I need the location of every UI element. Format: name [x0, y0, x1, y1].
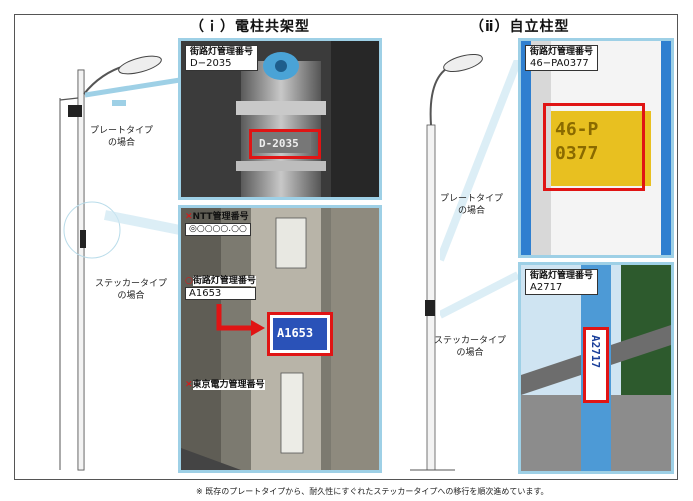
- right-plate-label-title: 街路灯管理番号: [530, 47, 594, 57]
- heading-utility-pole-type: （ｉ）電柱共架型: [190, 19, 310, 35]
- sticker-photo: [181, 208, 379, 470]
- tepco-number-tag: ✕東京電力管理番号: [185, 380, 265, 391]
- right-sticker-label: 街路灯管理番号 A2717: [525, 269, 599, 295]
- red-arrow-icon: [216, 304, 265, 336]
- left-plate-number: D−2035: [190, 58, 232, 69]
- right-plate-label: 街路灯管理番号 46−PA0377: [525, 45, 599, 71]
- left-plate-photo-number: D-2035: [259, 137, 299, 150]
- callout-left-sticker-text: ステッカータイプ の場合: [95, 279, 168, 301]
- tepco-no-mark: ✕: [185, 380, 193, 390]
- right-sticker-highlight: [583, 327, 609, 403]
- street-yes-mark: ○: [185, 276, 193, 286]
- standalone-pole-illustration: [410, 53, 483, 471]
- callout-right-plate: プレートタイプ の場合: [440, 193, 503, 217]
- figure-frame: [14, 14, 678, 480]
- callout-left-plate: プレートタイプ の場合: [90, 125, 153, 149]
- panel-right-sticker-photo: 街路灯管理番号 A2717 A2717: [518, 262, 674, 474]
- panel-left-plate-photo: 街路灯管理番号 D−2035 D-2035: [178, 38, 382, 200]
- right-plate-photo: [521, 41, 671, 255]
- callout-left-plate-text: プレートタイプ の場合: [90, 126, 154, 148]
- callout-right-sticker: ステッカータイプ の場合: [434, 335, 506, 359]
- callout-right-plate-text: プレートタイプ の場合: [440, 194, 504, 216]
- utility-pole-illustration: [59, 55, 162, 471]
- street-label: 街路灯管理番号: [192, 276, 256, 286]
- panel-right-plate-photo: 街路灯管理番号 46−PA0377 46-P 0377: [518, 38, 674, 258]
- ntt-number: ◎○○○○.○○: [185, 223, 251, 236]
- panel-left-sticker-photo: ✕NTT管理番号 ◎○○○○.○○ ○街路灯管理番号 A1653 A1653 ✕…: [178, 205, 382, 473]
- callout-left-sticker: ステッカータイプ の場合: [95, 278, 167, 302]
- right-plate-photo-line1: 46-P: [555, 119, 599, 140]
- left-plate-highlight: [249, 129, 321, 159]
- footnote: ※ 既存のプレートタイプから、耐久性にすぐれたステッカータイプへの移行を順次進め…: [196, 487, 549, 496]
- ntt-number-tag: ✕NTT管理番号 ◎○○○○.○○: [185, 212, 251, 236]
- ntt-no-mark: ✕: [185, 212, 193, 222]
- left-plate-label: 街路灯管理番号 D−2035: [185, 45, 259, 71]
- right-sticker-photo-number: A2717: [589, 335, 602, 369]
- street-sticker-number: A1653: [277, 326, 314, 340]
- heading-standalone-pole-type: （ⅱ）自立柱型: [470, 19, 570, 35]
- right-plate-photo-line2: 0377: [555, 143, 599, 164]
- tepco-label: 東京電力管理番号: [192, 380, 265, 390]
- left-connector-lines: [85, 77, 181, 235]
- left-plate-label-title: 街路灯管理番号: [190, 47, 254, 57]
- right-plate-number: 46−PA0377: [530, 58, 589, 69]
- ntt-label: NTT管理番号: [192, 212, 249, 222]
- street-sticker: [273, 318, 327, 350]
- street-number: A1653: [185, 287, 256, 300]
- right-sticker-label-title: 街路灯管理番号: [530, 271, 594, 281]
- street-number-tag: ○街路灯管理番号 A1653: [185, 276, 256, 300]
- callout-right-sticker-text: ステッカータイプ の場合: [434, 336, 507, 358]
- right-connector-lines: [440, 60, 520, 319]
- right-plate-highlight: [543, 103, 645, 191]
- right-sticker-number: A2717: [530, 282, 563, 293]
